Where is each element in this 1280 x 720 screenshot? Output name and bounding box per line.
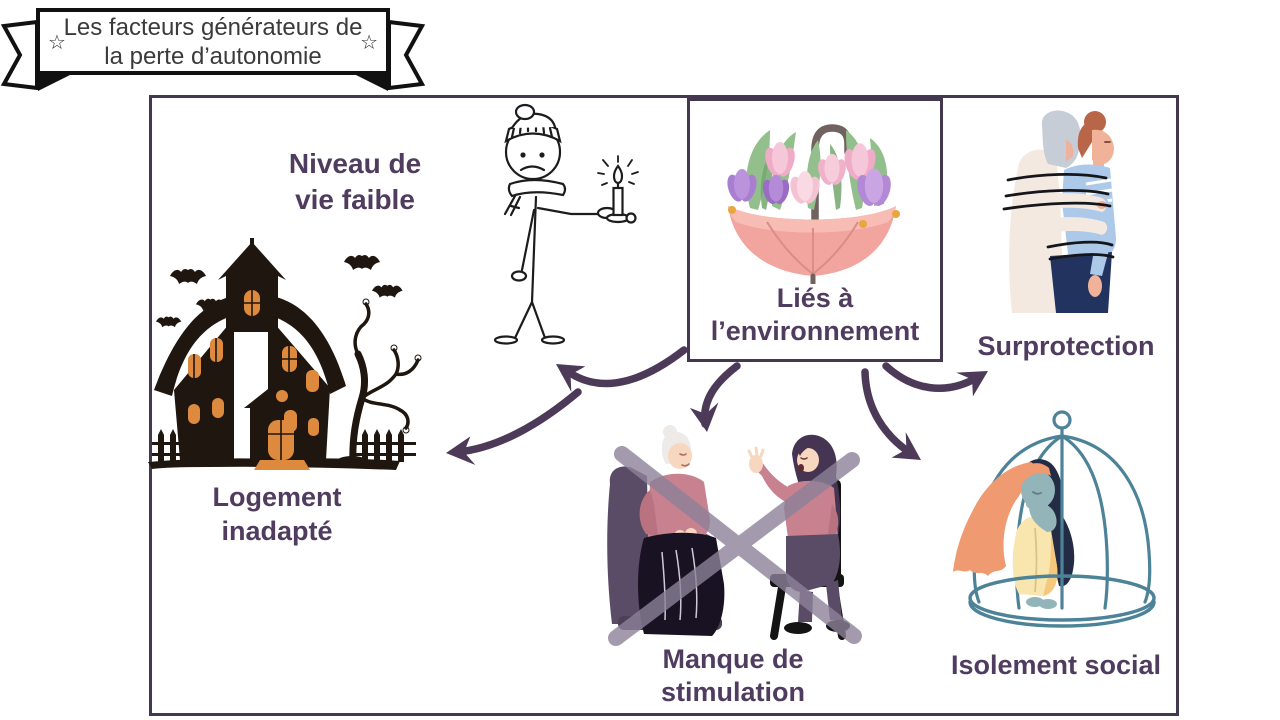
star-icon: ☆ (360, 32, 378, 54)
social-isolation-illustration (953, 410, 1156, 628)
label-housing: Logement inadapté (167, 480, 387, 548)
label-low-income: Niveau de vie faible (245, 146, 465, 218)
umbrella-with-tulips-illustration (727, 124, 900, 284)
label-lack-line2: stimulation (660, 677, 805, 707)
center-label-line1: Liés à (776, 283, 854, 313)
center-label-line2: l’environnement (710, 316, 920, 346)
haunted-house-illustration (148, 238, 422, 470)
center-node: Liés à l’environnement (687, 98, 943, 362)
label-social-isolation: Isolement social (950, 650, 1162, 680)
label-housing-line2: inadapté (221, 516, 333, 546)
lack-of-stimulation-illustration (607, 425, 862, 646)
cold-stick-figure-candle-illustration (493, 103, 639, 345)
title-banner: Les facteurs générateurs de la perte d’a… (0, 0, 430, 100)
label-lack-line1: Manque de (662, 644, 804, 674)
label-housing-line1: Logement (212, 482, 342, 512)
label-low-income-line1: Niveau de (288, 148, 422, 179)
page-title-line2: la perte d’autonomie (104, 43, 322, 70)
ribbon-banner-icon (0, 8, 426, 91)
label-low-income-line2: vie faible (295, 184, 415, 215)
center-node-label: Liés à l’environnement (690, 282, 940, 348)
label-lack-of-stimulation: Manque de stimulation (623, 643, 843, 709)
overprotection-illustration (1002, 110, 1116, 313)
page-title-line1: Les facteurs générateurs de (63, 14, 363, 41)
page-title: Les facteurs générateurs de la perte d’a… (38, 12, 388, 72)
star-icon: ☆ (48, 32, 66, 54)
label-overprotection: Surprotection (977, 331, 1155, 361)
cross-out-icon (608, 446, 862, 646)
